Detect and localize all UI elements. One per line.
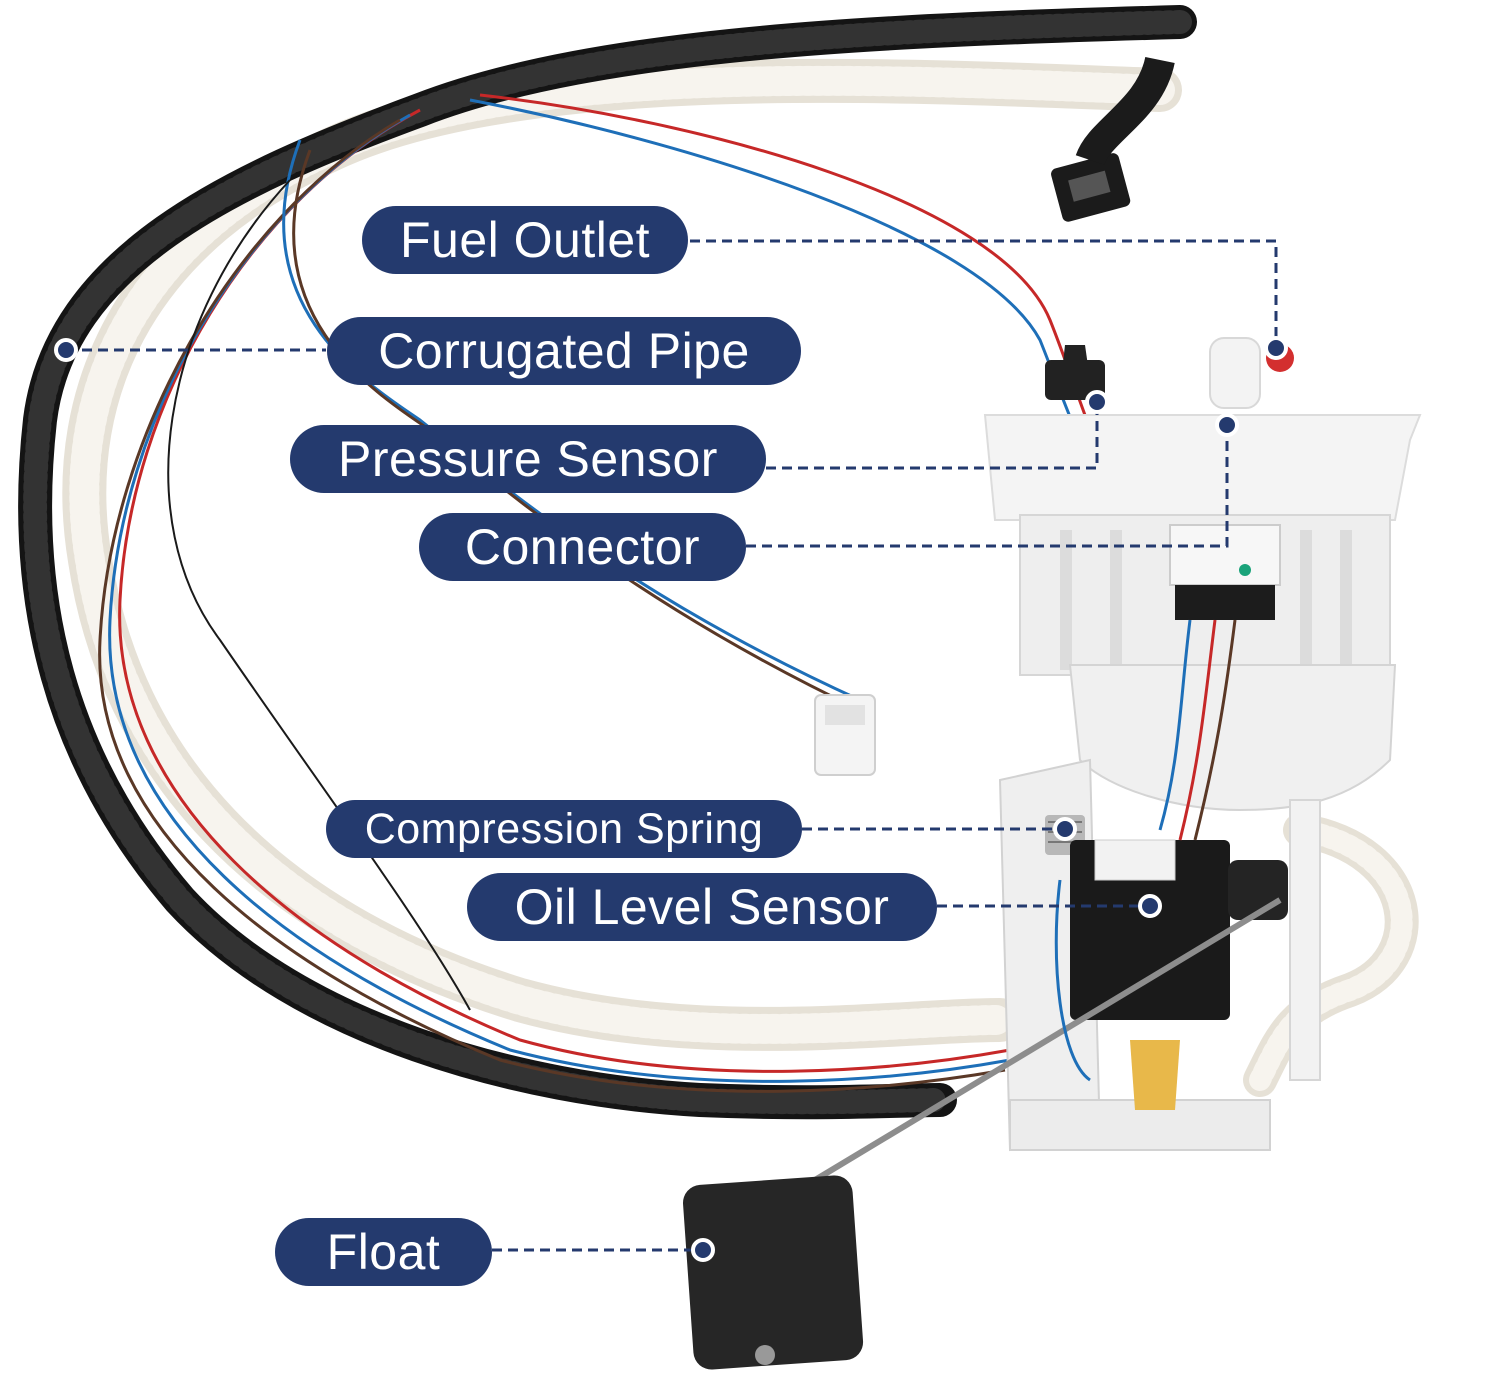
leader-fuel-outlet bbox=[690, 239, 1278, 348]
dot-oil-level-sensor bbox=[1138, 894, 1162, 918]
white-corrugated-pipe bbox=[62, 58, 1419, 1097]
label-fuel-outlet: Fuel Outlet bbox=[362, 206, 688, 274]
outlet-hose-connector bbox=[1051, 56, 1175, 222]
leader-lines bbox=[66, 239, 1278, 1252]
leader-connector bbox=[746, 425, 1229, 548]
leader-pressure-sensor bbox=[766, 402, 1099, 470]
dot-fuel-outlet bbox=[1264, 336, 1288, 360]
dot-corrugated-pipe bbox=[54, 338, 78, 362]
label-connector: Connector bbox=[419, 513, 746, 581]
dot-compression-spring bbox=[1053, 817, 1077, 841]
label-pressure-sensor: Pressure Sensor bbox=[290, 425, 766, 493]
black-corrugated-pipe bbox=[18, 5, 1197, 1120]
module-wires bbox=[1054, 619, 1237, 1082]
wire-end-connector bbox=[814, 694, 876, 776]
callout-dots bbox=[54, 336, 1288, 1262]
dot-float bbox=[691, 1238, 715, 1262]
float bbox=[683, 1175, 864, 1370]
dot-connector bbox=[1215, 413, 1239, 437]
oil-level-sensor bbox=[813, 839, 1288, 1183]
label-float: Float bbox=[275, 1218, 492, 1286]
label-compression-spring: Compression Spring bbox=[326, 800, 802, 858]
dot-pressure-sensor bbox=[1085, 390, 1109, 414]
label-corrugated-pipe: Corrugated Pipe bbox=[327, 317, 801, 385]
pump-module bbox=[983, 337, 1422, 1152]
label-oil-level-sensor: Oil Level Sensor bbox=[467, 873, 937, 941]
